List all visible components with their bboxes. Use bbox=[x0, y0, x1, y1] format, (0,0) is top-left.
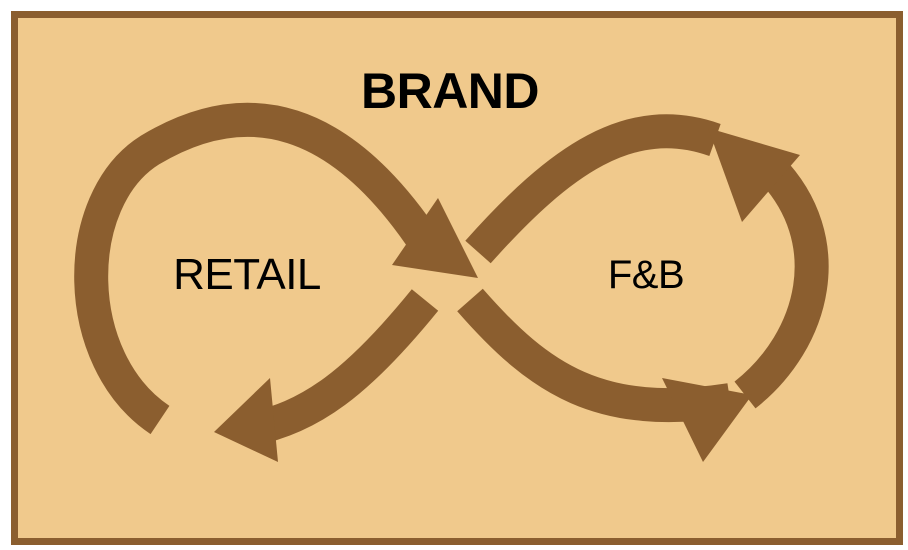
label-brand: BRAND bbox=[360, 63, 540, 119]
label-fb: F&B bbox=[607, 253, 685, 297]
arrowhead-center-left bbox=[392, 198, 478, 278]
arrowhead-fb-top bbox=[708, 128, 800, 222]
arrow-retail-to-center bbox=[74, 102, 434, 435]
arrow-fb-right-loop bbox=[734, 156, 829, 409]
arrowhead-retail-bottom bbox=[214, 378, 278, 462]
label-retail: RETAIL bbox=[173, 250, 321, 299]
diagram-frame bbox=[11, 11, 903, 545]
arrowhead-fb-bottom bbox=[662, 378, 752, 462]
arrow-center-to-fb-top bbox=[465, 114, 721, 264]
